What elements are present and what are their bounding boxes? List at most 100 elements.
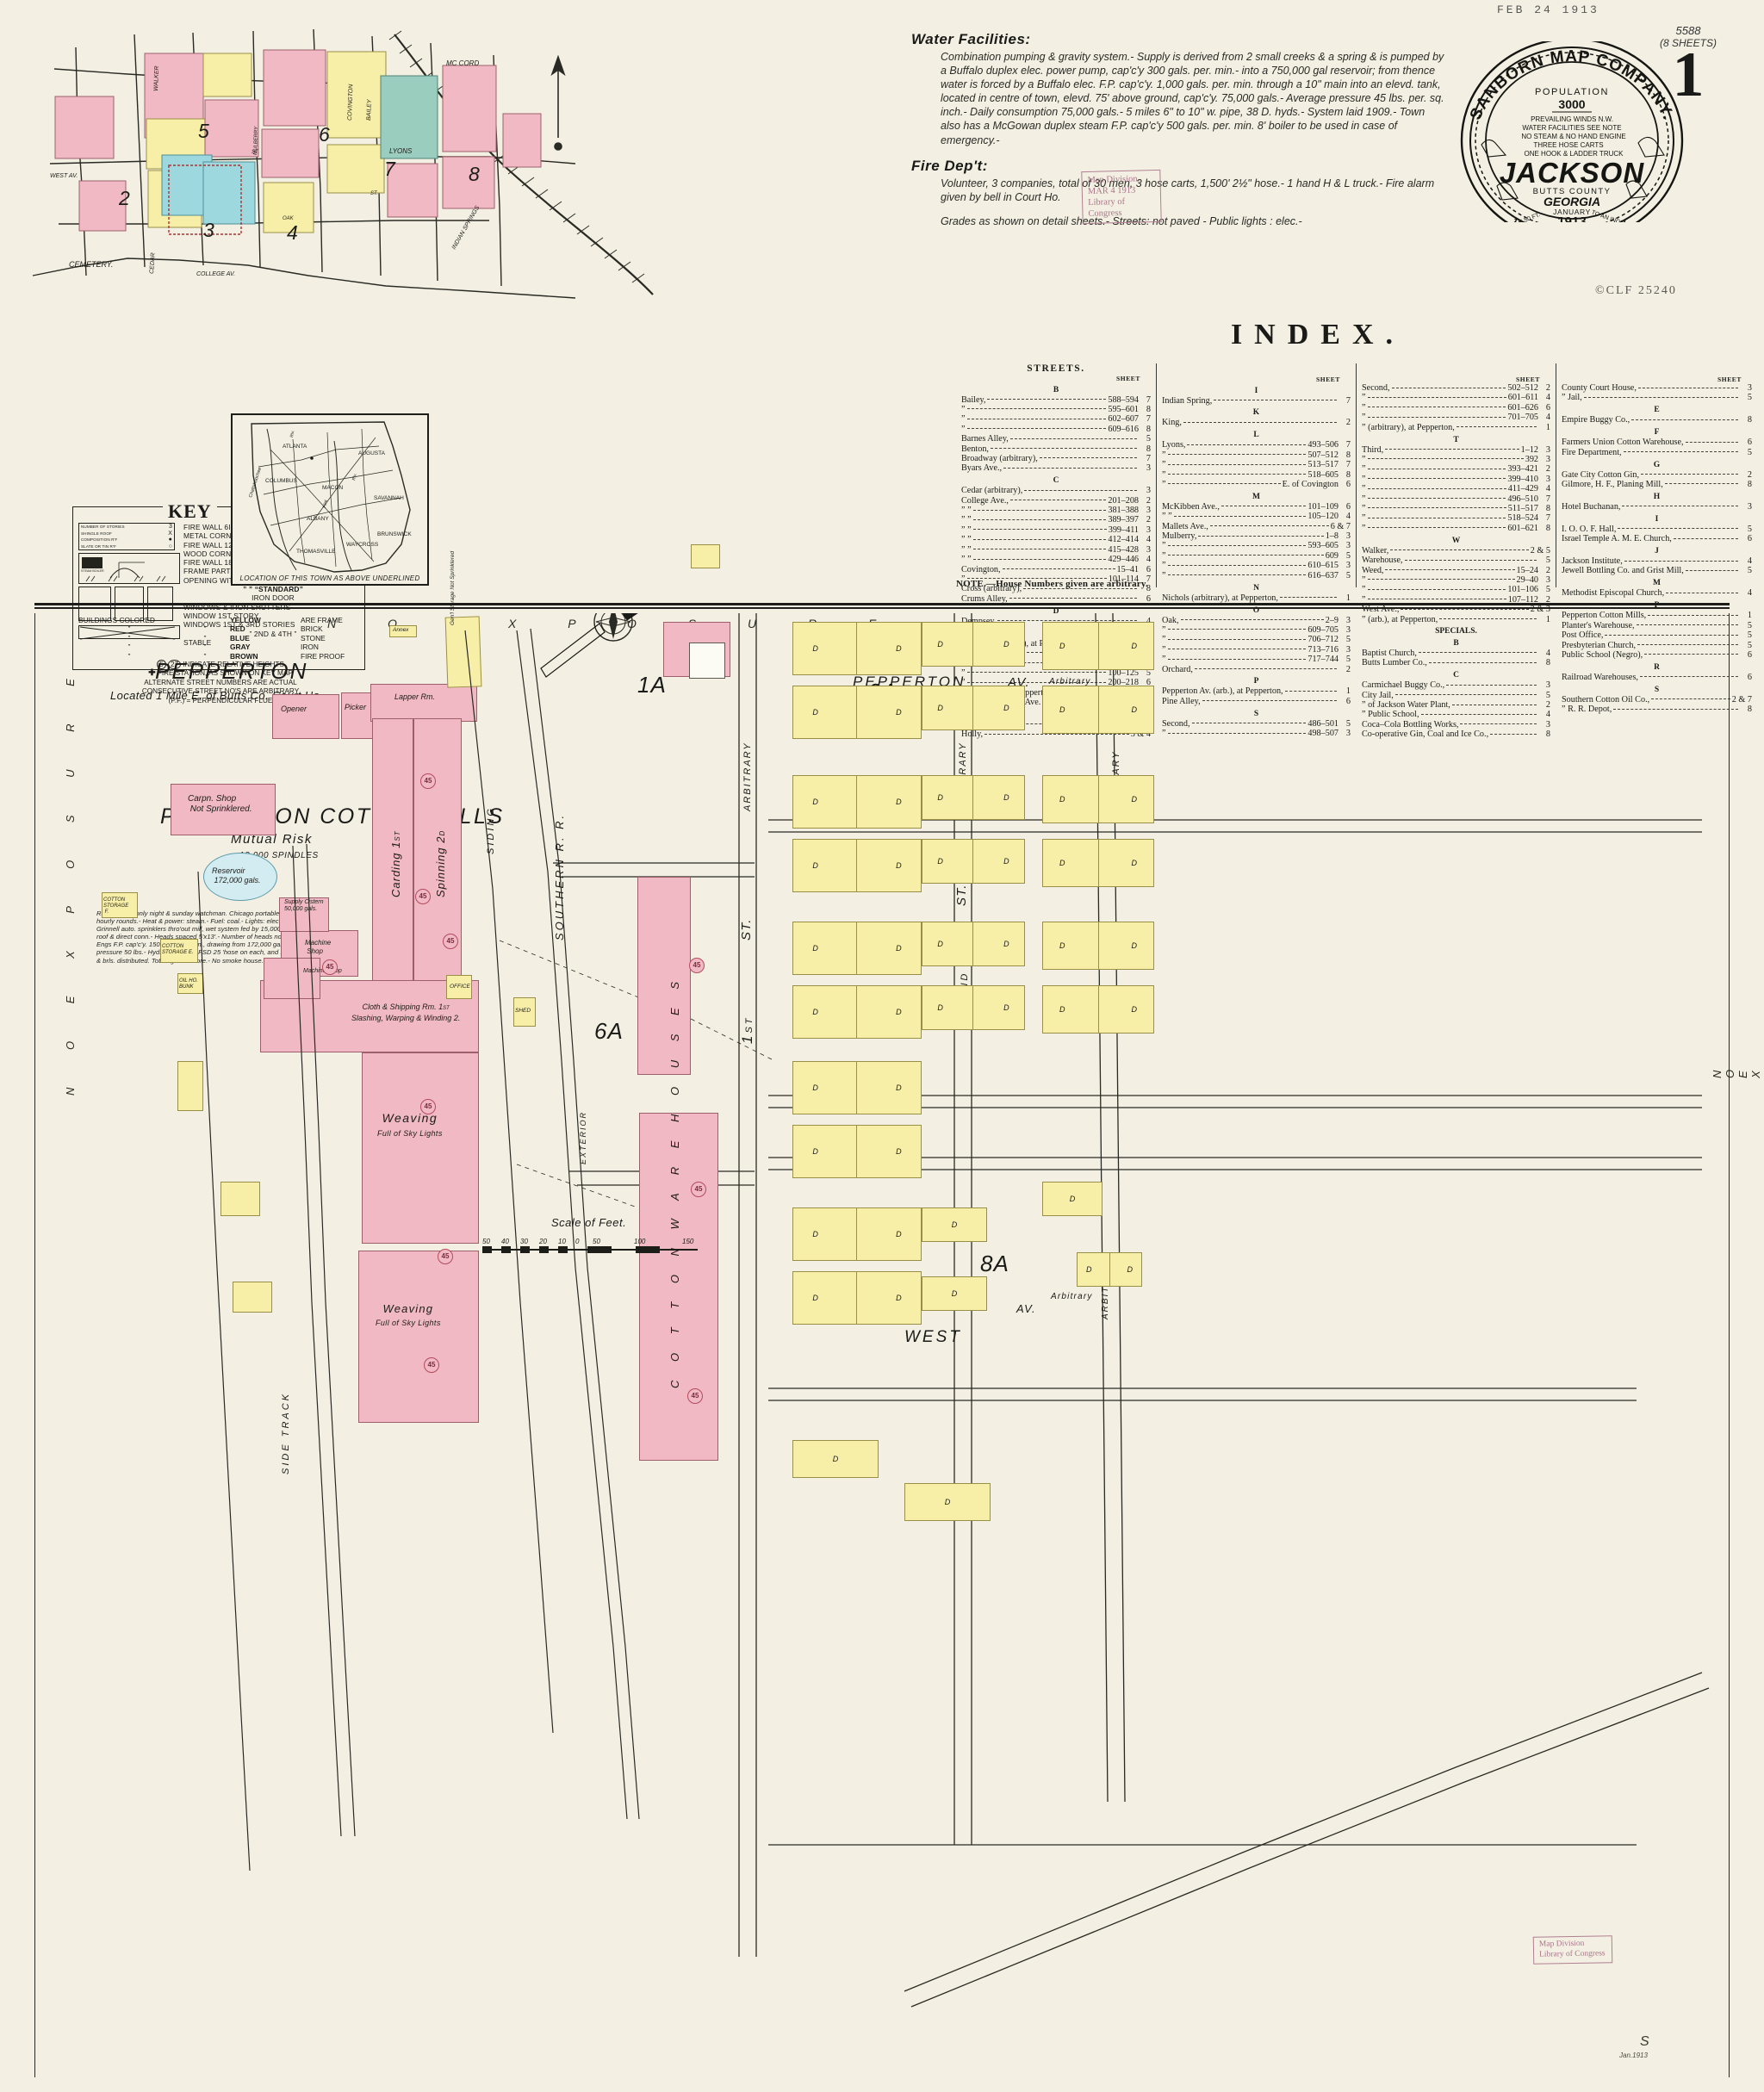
index-entry[interactable]: Warehouse,5 bbox=[1362, 556, 1550, 565]
index-entry[interactable]: Broadway (arbitrary),7 bbox=[961, 454, 1151, 463]
index-entry[interactable]: County Court House,3 bbox=[1562, 383, 1752, 393]
index-entry[interactable]: West Ave.,2 & 3 bbox=[1362, 605, 1550, 614]
index-entry[interactable]: Methodist Episcopal Church,4 bbox=[1562, 588, 1752, 598]
index-entry[interactable]: ” Public School,4 bbox=[1362, 710, 1550, 719]
index-entry[interactable]: ” of Jackson Water Plant,2 bbox=[1362, 700, 1550, 710]
index-entry[interactable]: ” (arb.), at Pepperton,1 bbox=[1362, 615, 1550, 624]
index-entry[interactable]: Crums Alley,6 bbox=[961, 594, 1151, 604]
index-entry[interactable]: Benton,8 bbox=[961, 444, 1151, 454]
index-entry[interactable]: ” R. R. Depot,8 bbox=[1562, 705, 1752, 714]
index-entry[interactable]: City Jail,5 bbox=[1362, 691, 1550, 700]
index-entry[interactable]: Cedar (arbitrary),3 bbox=[961, 486, 1151, 495]
index-entry[interactable]: Walker,2 & 5 bbox=[1362, 546, 1550, 556]
index-entry[interactable]: Indian Spring,7 bbox=[1162, 396, 1351, 406]
index-entry[interactable]: Railroad Warehouses,6 bbox=[1562, 673, 1752, 682]
index-entry[interactable]: Coca–Cola Bottling Works,3 bbox=[1362, 720, 1550, 729]
index-entry[interactable]: Presbyterian Church,5 bbox=[1562, 641, 1752, 650]
index-entry[interactable]: Fire Department,5 bbox=[1562, 448, 1752, 457]
index-entry[interactable]: Pepperton Cotton Mills,1 bbox=[1562, 611, 1752, 620]
index-entry[interactable]: Cross (arbitrary),8 bbox=[961, 584, 1151, 593]
index-entry[interactable]: Barnes Alley,5 bbox=[961, 434, 1151, 444]
index-entry[interactable]: I. O. O. F. Hall,5 bbox=[1562, 525, 1752, 534]
index-entry[interactable]: ” (arbitrary), at Pepperton,1 bbox=[1362, 423, 1550, 432]
index-entry[interactable]: Carmichael Buggy Co.,3 bbox=[1362, 680, 1550, 690]
index-entry[interactable]: ” Jail,5 bbox=[1562, 393, 1752, 402]
index-entry[interactable]: Mallets Ave.,6 & 7 bbox=[1162, 522, 1351, 531]
index-entry[interactable]: Planter's Warehouse,5 bbox=[1562, 621, 1752, 630]
index-entry[interactable]: Public School (Negro),6 bbox=[1562, 650, 1752, 660]
index-entry[interactable]: Southern Cotton Oil Co.,2 & 7 bbox=[1562, 695, 1752, 705]
index-entry[interactable]: Baptist Church,4 bbox=[1362, 649, 1550, 658]
index-entry[interactable]: Empire Buggy Co.,8 bbox=[1562, 415, 1752, 425]
index-entry[interactable]: Post Office,5 bbox=[1562, 630, 1752, 640]
index-entry[interactable]: Nichols (arbitrary), at Pepperton,1 bbox=[1162, 593, 1351, 603]
index-entry[interactable]: Jewell Bottling Co. and Grist Mill,5 bbox=[1562, 566, 1752, 575]
index-entry[interactable]: Hotel Buchanan,3 bbox=[1562, 502, 1752, 512]
index-entry[interactable]: Gilmore, H. F., Planing Mill,8 bbox=[1562, 480, 1752, 489]
index-entry[interactable]: Byars Ave.,3 bbox=[961, 463, 1151, 473]
index-entry[interactable]: Farmers Union Cotton Warehouse,6 bbox=[1562, 438, 1752, 447]
index-entry[interactable]: King,2 bbox=[1162, 418, 1351, 427]
index-entry[interactable]: Orchard,2 bbox=[1162, 665, 1351, 674]
index-entry[interactable]: Dempsey,4 bbox=[961, 617, 1151, 626]
index-entry[interactable]: Israel Temple A. M. E. Church,6 bbox=[1562, 534, 1752, 543]
index-entry[interactable]: Butts Lumber Co.,8 bbox=[1362, 658, 1550, 667]
index-entry[interactable]: Jackson Institute,4 bbox=[1562, 556, 1752, 566]
index-entry[interactable]: Co-operative Gin, Coal and Ice Co.,8 bbox=[1362, 729, 1550, 739]
index-entry[interactable]: Gate City Cotton Gin,2 bbox=[1562, 470, 1752, 480]
index-entry[interactable]: Pine Alley,6 bbox=[1162, 697, 1351, 706]
index-entry[interactable]: Pepperton Av. (arb.), at Pepperton,1 bbox=[1162, 686, 1351, 696]
